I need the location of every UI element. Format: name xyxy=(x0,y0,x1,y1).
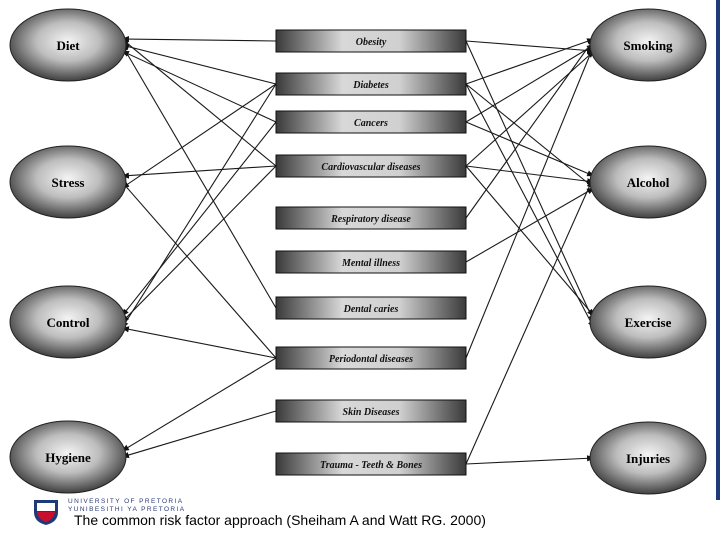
disease-box-trauma: Trauma - Teeth & Bones xyxy=(275,452,467,476)
oval-label-stress: Stress xyxy=(52,175,85,190)
disease-box-obesity: Obesity xyxy=(275,29,467,53)
link-exercise-diabetes xyxy=(465,83,595,329)
link-alcohol-trauma xyxy=(465,175,595,465)
link-smoking-cancers xyxy=(465,44,595,123)
slide-edge-bar xyxy=(716,0,720,500)
disease-box-respiratory: Respiratory disease xyxy=(275,206,467,230)
disease-label-skin: Skin Diseases xyxy=(343,407,400,418)
oval-injuries: Injuries xyxy=(589,421,707,495)
link-smoking-diabetes xyxy=(465,38,595,85)
link-alcohol-cancers xyxy=(465,121,595,177)
link-smoking-cardiovascular xyxy=(465,50,595,167)
link-smoking-respiratory xyxy=(465,38,595,219)
disease-label-periodontal: Periodontal diseases xyxy=(329,354,413,365)
link-exercise-obesity xyxy=(465,40,595,323)
university-name: UNIVERSITY OF PRETORIA YUNIBESITHI YA PR… xyxy=(68,498,185,514)
link-alcohol-diabetes xyxy=(465,83,595,189)
crest-icon xyxy=(34,500,58,525)
disease-box-cardiovascular: Cardiovascular diseases xyxy=(275,154,467,178)
disease-label-mental: Mental illness xyxy=(341,258,400,269)
oval-label-control: Control xyxy=(46,315,89,330)
oval-label-smoking: Smoking xyxy=(623,38,673,53)
disease-label-trauma: Trauma - Teeth & Bones xyxy=(320,460,422,471)
disease-label-diabetes: Diabetes xyxy=(352,80,389,91)
link-diet-diabetes xyxy=(121,43,277,85)
oval-diet: Diet xyxy=(9,8,127,82)
disease-label-cardiovascular: Cardiovascular diseases xyxy=(321,162,420,173)
link-control-periodontal xyxy=(121,326,277,359)
link-alcohol-mental xyxy=(465,187,595,263)
disease-box-cancers: Cancers xyxy=(275,110,467,134)
link-stress-cardiovascular xyxy=(121,165,277,179)
oval-label-hygiene: Hygiene xyxy=(45,450,91,465)
disease-box-diabetes: Diabetes xyxy=(275,72,467,96)
link-exercise-cardiovascular xyxy=(465,165,595,317)
link-control-cardiovascular xyxy=(121,165,277,323)
link-alcohol-cardiovascular xyxy=(465,165,595,185)
link-diet-dental xyxy=(121,44,277,309)
link-control-cancers xyxy=(121,121,277,317)
link-diet-cancers xyxy=(121,50,277,123)
link-stress-periodontal xyxy=(121,181,277,359)
disease-box-mental: Mental illness xyxy=(275,250,467,274)
disease-label-respiratory: Respiratory disease xyxy=(330,214,411,225)
disease-label-cancers: Cancers xyxy=(354,118,388,129)
link-injuries-trauma xyxy=(465,455,595,465)
oval-alcohol: Alcohol xyxy=(589,145,707,219)
oval-control: Control xyxy=(9,285,127,359)
link-control-diabetes xyxy=(121,83,277,329)
connection-lines xyxy=(121,36,595,465)
link-diet-obesity xyxy=(121,36,277,43)
oval-exercise: Exercise xyxy=(589,285,707,359)
oval-smoking: Smoking xyxy=(589,8,707,82)
link-diet-cardiovascular xyxy=(121,38,277,167)
link-smoking-periodontal xyxy=(465,44,595,359)
disease-label-obesity: Obesity xyxy=(356,37,387,48)
disease-box-periodontal: Periodontal diseases xyxy=(275,346,467,370)
link-hygiene-skin xyxy=(121,410,277,458)
oval-stress: Stress xyxy=(9,145,127,219)
disease-box-dental: Dental caries xyxy=(275,296,467,320)
link-stress-diabetes xyxy=(121,83,277,189)
disease-box-skin: Skin Diseases xyxy=(275,399,467,423)
disease-label-dental: Dental caries xyxy=(343,304,399,315)
university-name-line1: UNIVERSITY OF PRETORIA xyxy=(68,498,184,505)
university-name-line2: YUNIBESITHI YA PRETORIA xyxy=(68,506,186,513)
oval-label-injuries: Injuries xyxy=(626,451,670,466)
caption: The common risk factor approach (Sheiham… xyxy=(74,512,486,528)
oval-hygiene: Hygiene xyxy=(9,420,127,494)
link-smoking-obesity xyxy=(465,40,595,54)
link-hygiene-periodontal xyxy=(121,357,277,452)
oval-label-exercise: Exercise xyxy=(625,315,672,330)
oval-label-diet: Diet xyxy=(56,38,80,53)
oval-label-alcohol: Alcohol xyxy=(627,175,670,190)
university-logo xyxy=(34,500,58,525)
